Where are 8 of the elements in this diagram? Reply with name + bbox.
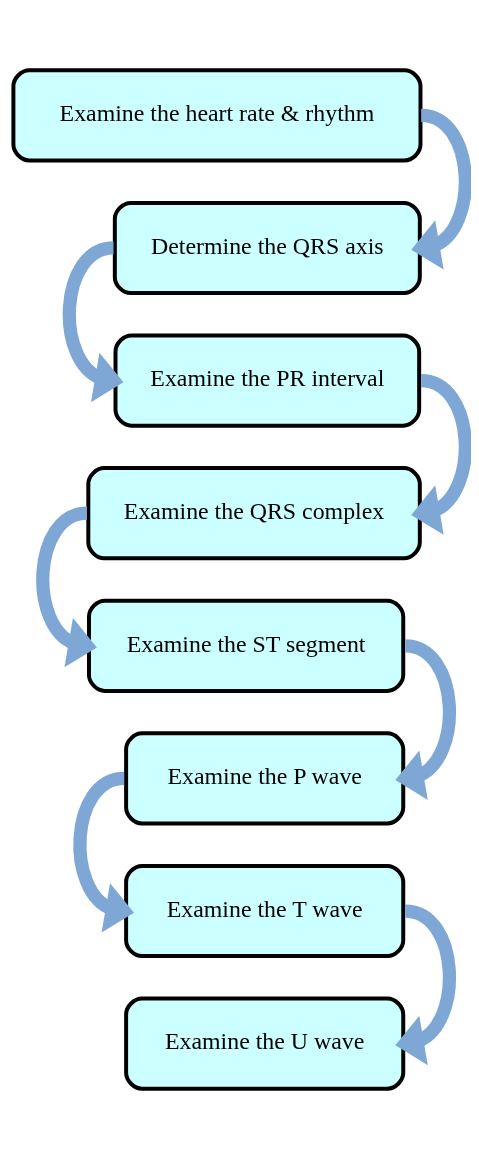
- node-box: Examine the PR interval: [113, 333, 422, 428]
- node-box: Examine the ST segment: [87, 598, 406, 693]
- node-box: Determine the QRS axis: [112, 200, 422, 295]
- node-box: Examine the U wave: [124, 996, 406, 1091]
- node-box: Examine the heart rate & rhythm: [11, 67, 423, 162]
- node-box: Examine the T wave: [124, 863, 406, 958]
- node-box: Examine the P wave: [124, 730, 406, 825]
- node-box: Examine the QRS complex: [86, 465, 422, 560]
